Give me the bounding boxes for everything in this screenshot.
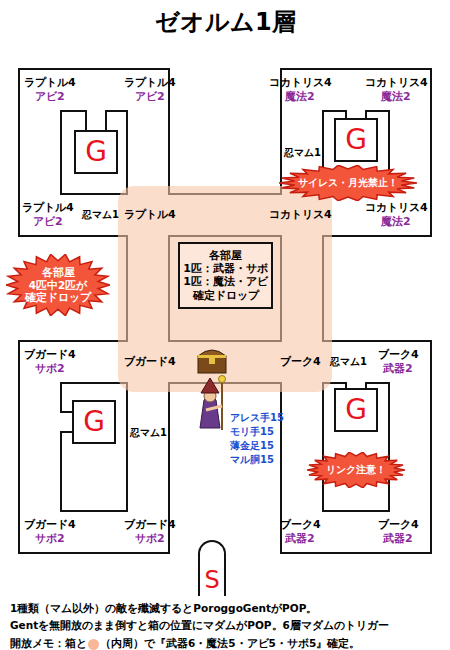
monster-label: サボ2 xyxy=(135,532,165,545)
drop-note: 薄金足15 xyxy=(230,440,274,452)
node-text: S xyxy=(204,568,219,592)
monster-label: アビ2 xyxy=(33,215,63,228)
node-text: 確定ドロップ xyxy=(25,291,91,304)
monster-label: 忍マム1 xyxy=(330,356,367,368)
note-text: （内周）で『武器6・魔法5・アビ5・サボ5』確定。 xyxy=(100,637,360,650)
monster-label: 忍マム1 xyxy=(130,427,167,439)
g-room: G xyxy=(72,400,116,444)
monster-label: ブーク4 xyxy=(280,518,321,531)
monster-label: ブガード4 xyxy=(24,518,76,531)
callout-burst: サイレス・月光禁止！ xyxy=(279,165,417,201)
map-title: ゼオルム1層 xyxy=(155,8,296,37)
drop-note: マル胴15 xyxy=(230,454,274,466)
burst-outline xyxy=(279,165,417,201)
monster-label: コカトリス4 xyxy=(269,208,332,221)
g-room: G xyxy=(334,388,378,432)
node-text: 4匹中2匹が xyxy=(29,279,88,292)
monster-label: ラプトル4 xyxy=(124,76,176,89)
monster-label: ラプトル4 xyxy=(22,201,74,214)
node-text: 確定ドロップ xyxy=(180,289,271,302)
callout-burst: リンク注意！ xyxy=(307,452,405,488)
inner-ring-mark xyxy=(88,639,99,650)
monster-label: アビ2 xyxy=(35,90,65,103)
node-text: リンク注意！ xyxy=(326,464,386,476)
monster-label: サボ2 xyxy=(35,532,65,545)
node-text: G xyxy=(345,126,367,154)
start-corridor: S xyxy=(198,540,226,596)
monster-label: 魔法2 xyxy=(381,215,411,228)
drop-note: モリ手15 xyxy=(230,426,274,438)
treasure-chest xyxy=(198,350,226,373)
monster-label: アビ2 xyxy=(135,90,165,103)
node-text: 1匹：魔法・アビ xyxy=(180,275,271,288)
node-text: 各部屋 xyxy=(42,266,75,279)
monster-label: ブーク4 xyxy=(280,355,321,368)
monster-label: 忍マム1 xyxy=(284,147,321,159)
node-text: G xyxy=(85,138,107,166)
monster-label: コカトリス4 xyxy=(269,76,332,89)
monster-label: コカトリス4 xyxy=(365,76,428,89)
node-text: サイレス・月光禁止！ xyxy=(298,177,398,189)
monster-label: サボ2 xyxy=(35,362,65,375)
node-text: G xyxy=(345,396,367,424)
monster-label: 武器2 xyxy=(383,532,413,545)
monster-label: ブーク4 xyxy=(378,518,419,531)
note-row: 開放メモ：箱と （内周）で『武器6・魔法5・アビ5・サボ5』確定。 xyxy=(10,637,360,650)
monster-label: ラプトル4 xyxy=(124,208,176,221)
node-text: G xyxy=(83,408,105,436)
monster-label: コカトリス4 xyxy=(365,201,428,214)
note-text: 1種類（マム以外）の敵を殲滅するとPoroggoGentがPOP。 xyxy=(10,602,317,615)
room-box: 各部屋1匹：武器・サボ1匹：魔法・アビ確定ドロップ xyxy=(178,242,273,309)
callout-burst: 各部屋4匹中2匹が確定ドロップ xyxy=(6,254,110,316)
note-text: 開放メモ：箱と xyxy=(10,637,87,650)
monster-label: ブガード4 xyxy=(24,348,76,361)
node-text: 各部屋 xyxy=(180,249,271,262)
node-text: 1匹：武器・サボ xyxy=(180,262,271,275)
mob-figure xyxy=(200,376,226,431)
monster-label: 武器2 xyxy=(383,362,413,375)
monster-label: ブーク4 xyxy=(378,348,419,361)
monster-label: 武器2 xyxy=(285,532,315,545)
monster-label: ラプトル4 xyxy=(24,76,76,89)
monster-label: 忍マム1 xyxy=(82,209,119,221)
burst-outline xyxy=(6,254,110,315)
drop-note: アレス手15 xyxy=(230,412,284,424)
monster-label: ブガード4 xyxy=(124,518,176,531)
monster-label: 魔法2 xyxy=(381,90,411,103)
note-text: Gentを無開放のまま倒すと箱の位置にマダムがPOP。6層マダムのトリガー xyxy=(10,619,389,632)
monster-label: 魔法2 xyxy=(285,90,315,103)
g-room: G xyxy=(334,118,378,162)
monster-label: ブガード4 xyxy=(124,355,176,368)
g-room: G xyxy=(74,130,118,174)
burst-outline xyxy=(307,452,405,488)
